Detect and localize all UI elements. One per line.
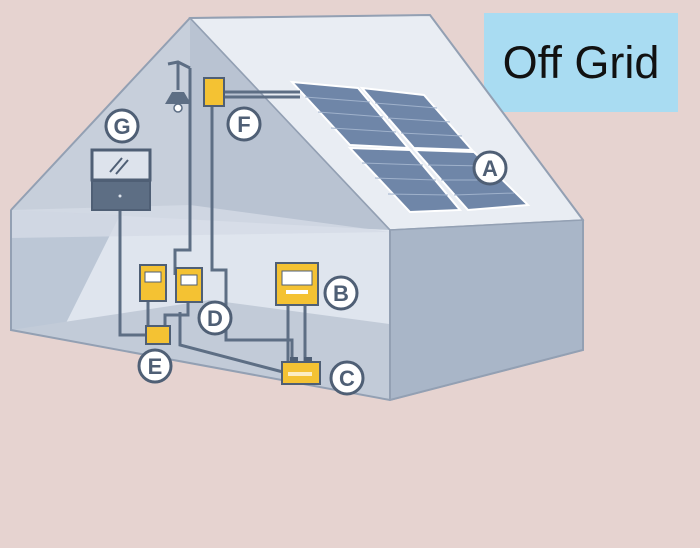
solar-panels: [289, 80, 531, 214]
label-f: F: [237, 112, 250, 137]
house-edge-2: [189, 17, 391, 231]
label-badge-a: A: [472, 150, 508, 186]
meter-box: [145, 325, 171, 345]
diagram-title: Off Grid: [502, 36, 660, 88]
label-badge-f: F: [226, 106, 262, 142]
label-badge-d: D: [197, 300, 233, 336]
left-wall: [11, 210, 120, 335]
label-c: C: [339, 366, 355, 391]
battery: [281, 357, 321, 385]
label-badge-e: E: [137, 348, 173, 384]
label-b: B: [333, 281, 349, 306]
house-outline: [10, 13, 584, 402]
label-badge-b: B: [323, 275, 359, 311]
junction-box: [203, 77, 225, 107]
right-wall: [389, 219, 584, 401]
charge-controller: [275, 262, 319, 306]
label-e: E: [148, 354, 163, 379]
label-badge-g: G: [104, 108, 140, 144]
label-a: A: [482, 156, 498, 181]
attic-floor: [11, 205, 390, 238]
inverter-left: [139, 264, 167, 302]
inverter-right: [175, 267, 203, 303]
television: [90, 148, 152, 211]
label-g: G: [113, 114, 130, 139]
ceiling-lamp: [165, 60, 191, 113]
label-badge-c: C: [329, 360, 365, 396]
title-box: Off Grid: [484, 13, 678, 112]
label-d: D: [207, 306, 223, 331]
